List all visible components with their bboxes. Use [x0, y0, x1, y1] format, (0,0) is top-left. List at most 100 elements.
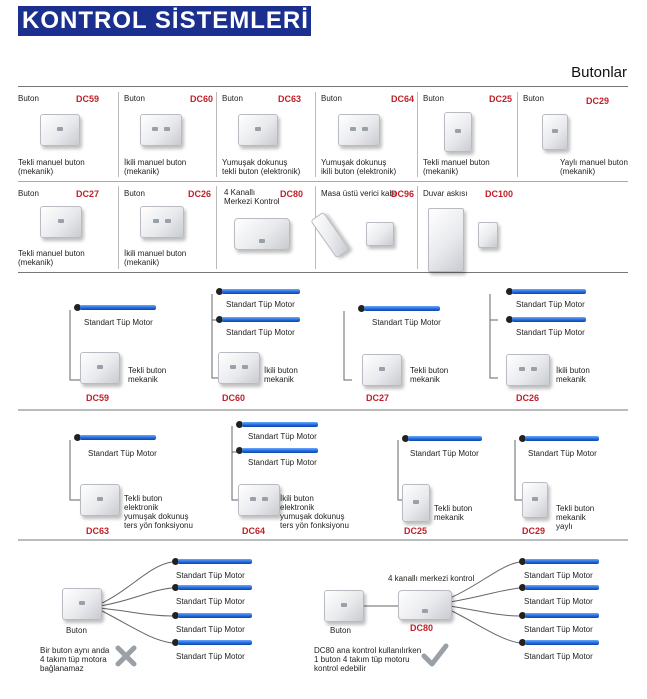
motor-label: Standart Tüp Motor: [176, 571, 245, 580]
item-type: Buton: [124, 189, 145, 198]
dc80-central-control-image: [234, 218, 290, 250]
tube-motor: [512, 289, 586, 294]
motor-end: [74, 434, 81, 441]
divider: [315, 92, 316, 177]
central-control-title: 4 kanallı merkezi kontrol: [388, 574, 475, 583]
product-code: DC96: [391, 189, 415, 199]
wire: [449, 609, 521, 644]
wire: [449, 561, 521, 599]
diagram-desc: mekanik: [410, 375, 440, 384]
diagram-desc: Tekli buton: [556, 504, 595, 513]
motor-end: [236, 421, 243, 428]
wire: [449, 587, 521, 603]
diagram-desc: İkili buton: [280, 494, 314, 503]
tube-motor: [242, 448, 318, 453]
tube-motor: [525, 559, 599, 564]
wire: [449, 605, 521, 617]
motor-label: Standart Tüp Motor: [248, 432, 317, 441]
item-desc: Tekli manuel buton: [18, 158, 85, 167]
diagram-desc: elektronik: [124, 503, 159, 512]
product-code: DC64: [391, 94, 415, 104]
diagram-desc: mekanik: [264, 375, 294, 384]
dc27-switch-image: [40, 206, 82, 238]
bottom-note: kontrol edebilir: [314, 664, 367, 673]
dc63-diagram-switch: [80, 484, 120, 516]
diagram-desc: yaylı: [556, 522, 573, 531]
motor-end: [172, 558, 179, 565]
tube-motor: [242, 422, 318, 427]
dc64-diagram-switch: [238, 484, 280, 516]
diagram-desc: Tekli buton: [434, 504, 473, 513]
check-icon: [421, 643, 449, 667]
divider: [118, 92, 119, 177]
diagram-desc: elektronik: [280, 503, 315, 512]
dc59-diagram-switch: [80, 352, 120, 384]
tube-motor: [525, 436, 599, 441]
dc80-control-image: [398, 590, 452, 620]
wire: [343, 311, 352, 381]
motor-label: Standart Tüp Motor: [524, 652, 593, 661]
motor-end: [172, 639, 179, 646]
motor-end: [506, 316, 513, 323]
tube-motor: [222, 317, 300, 322]
title-bar: [18, 6, 311, 36]
item-type: Buton: [523, 94, 544, 103]
divider: [18, 86, 628, 87]
wire: [69, 310, 80, 381]
single-button-image: [62, 588, 102, 620]
item-desc: tekli buton (elektronik): [222, 167, 301, 176]
bottom-note: DC80 ana kontrol kullanılırken: [314, 646, 422, 655]
bottom-code: DC80: [410, 623, 434, 633]
tube-motor: [178, 613, 252, 618]
diagram-code: DC59: [86, 393, 110, 403]
item-desc: Yumuşak dokunuş: [222, 158, 288, 167]
motor-end: [519, 435, 526, 442]
motor-label: Standart Tüp Motor: [226, 300, 295, 309]
item-type: Buton: [124, 94, 145, 103]
motor-end: [506, 288, 513, 295]
diagram-desc: İkili buton: [556, 366, 590, 375]
tube-motor: [525, 640, 599, 645]
diagram-code: DC25: [404, 526, 428, 536]
dc27-diagram-switch: [362, 354, 402, 386]
motor-end: [519, 612, 526, 619]
diagram-code: DC26: [516, 393, 540, 403]
item-type: 4 Kanallı: [224, 188, 256, 197]
item-type: Merkezi Kontrol: [224, 197, 280, 206]
tube-motor: [80, 305, 156, 310]
product-code: DC25: [489, 94, 513, 104]
item-desc: Tekli manuel buton: [423, 158, 490, 167]
motor-end: [519, 639, 526, 646]
diagram-desc: Tekli buton: [410, 366, 449, 375]
diagram-code: DC63: [86, 526, 110, 536]
diagram-desc: mekanik: [128, 375, 158, 384]
motor-label: Standart Tüp Motor: [372, 318, 441, 327]
product-code: DC59: [76, 94, 100, 104]
dc25-diagram-switch: [402, 484, 430, 522]
motor-label: Standart Tüp Motor: [176, 597, 245, 606]
divider: [216, 92, 217, 177]
diagram-code: DC29: [522, 526, 546, 536]
wire: [99, 587, 173, 607]
item-desc: (mekanik): [18, 258, 54, 267]
motor-end: [172, 584, 179, 591]
dc64-switch-image: [338, 114, 380, 146]
divider: [417, 186, 418, 269]
dc63-switch-image: [238, 114, 278, 146]
button-image: [324, 590, 364, 622]
item-desc: Yumuşak dokunuş: [321, 158, 387, 167]
product-code: DC80: [280, 189, 304, 199]
diagram-desc: mekanik: [434, 513, 464, 522]
diagram-desc: ters yön fonksiyonu: [280, 521, 349, 530]
page-title: KONTROL SİSTEMLERİ: [22, 7, 309, 34]
divider: [18, 272, 628, 273]
product-code: DC27: [76, 189, 100, 199]
wire: [99, 609, 173, 644]
bottom-note: 1 buton 4 takım tüp motoru: [314, 655, 410, 664]
motor-label: Standart Tüp Motor: [226, 328, 295, 337]
item-desc: İkili manuel buton: [124, 249, 187, 258]
bottom-note: Bir buton aynı anda: [40, 646, 110, 655]
item-desc: Tekli manuel buton: [18, 249, 85, 258]
item-desc: (mekanik): [423, 167, 459, 176]
